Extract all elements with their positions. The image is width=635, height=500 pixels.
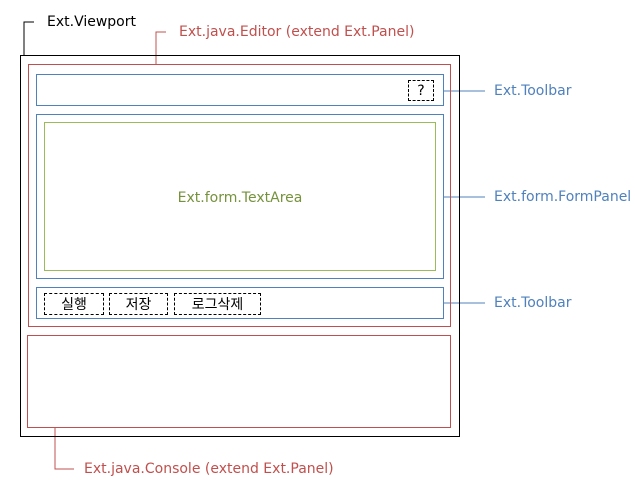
viewport-box bbox=[20, 55, 460, 437]
help-button[interactable]: ? bbox=[408, 80, 434, 101]
text-area-label: Ext.form.TextArea bbox=[177, 189, 303, 206]
form-panel-label: Ext.form.FormPanel bbox=[494, 189, 632, 205]
console-label: Ext.java.Console (extend Ext.Panel) bbox=[84, 461, 334, 477]
form-panel-box bbox=[36, 114, 444, 279]
top-toolbar-box bbox=[36, 74, 444, 106]
bottom-toolbar-label: Ext.Toolbar bbox=[494, 295, 572, 311]
top-toolbar-label: Ext.Toolbar bbox=[494, 83, 572, 99]
run-button[interactable]: 실행 bbox=[44, 293, 104, 315]
save-button[interactable]: 저장 bbox=[109, 293, 168, 315]
viewport-label: Ext.Viewport bbox=[47, 14, 136, 30]
bottom-toolbar-box bbox=[36, 287, 444, 319]
editor-label: Ext.java.Editor (extend Ext.Panel) bbox=[179, 24, 415, 40]
viewport-leader bbox=[23, 21, 34, 55]
text-area-box: Ext.form.TextArea bbox=[44, 122, 436, 271]
clear-log-button[interactable]: 로그삭제 bbox=[174, 293, 261, 315]
editor-panel-box bbox=[28, 64, 451, 327]
console-panel-box bbox=[27, 335, 451, 428]
